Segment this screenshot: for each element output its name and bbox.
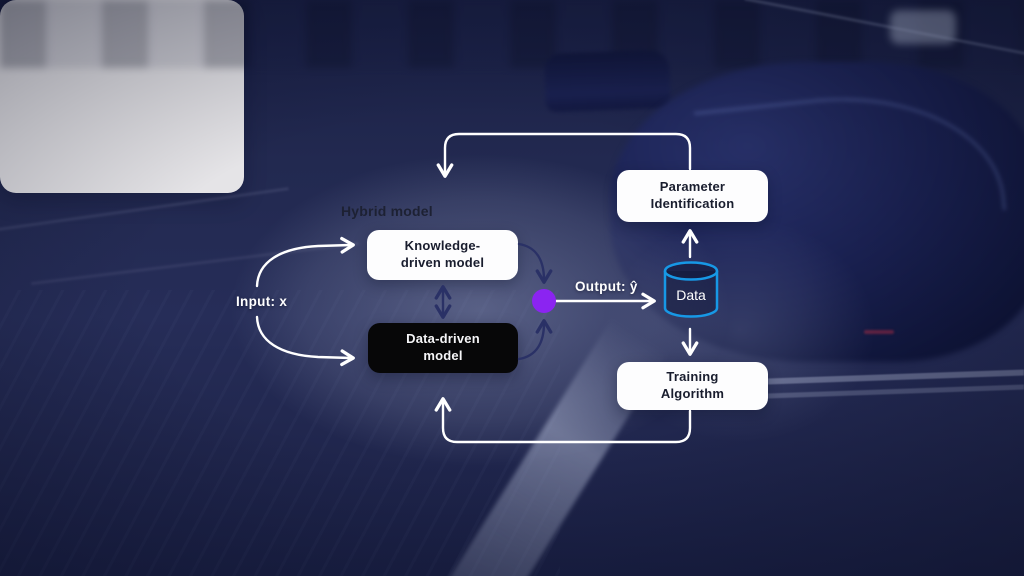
input-label: Input: x <box>236 294 288 309</box>
hybrid-model-title: Hybrid model <box>341 203 433 219</box>
background-taillight <box>864 330 894 334</box>
hybrid-model-container <box>0 0 244 193</box>
output-label: Output: ŷ <box>575 279 638 294</box>
knowledge-driven-model-label: Knowledge- driven model <box>400 238 485 270</box>
background-city-band <box>0 0 1024 68</box>
data-driven-model-label: Data-driven model <box>406 331 480 363</box>
parameter-identification-node: Parameter Identification <box>617 170 768 222</box>
training-algorithm-node: Training Algorithm <box>617 362 768 410</box>
training-algorithm-label: Training Algorithm <box>660 369 725 401</box>
parameter-identification-label: Parameter Identification <box>650 179 735 211</box>
data-driven-model-node: Data-driven model <box>368 323 518 373</box>
knowledge-driven-model-node: Knowledge- driven model <box>367 230 518 280</box>
background-van-silhouette <box>890 10 956 44</box>
